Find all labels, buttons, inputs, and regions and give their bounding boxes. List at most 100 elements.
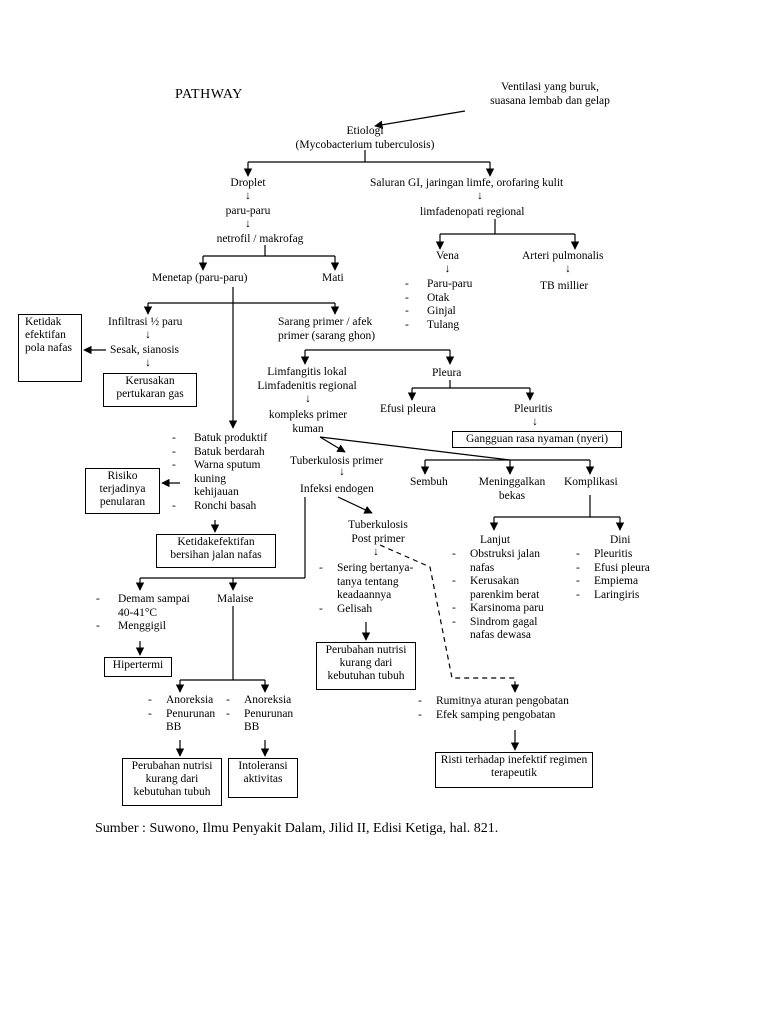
list-item: Paru-paru (405, 278, 472, 292)
box-ketidakefektifan-bersihan: Ketidakefektifan bersihan jalan nafas (156, 534, 276, 568)
list-item: Anoreksia (148, 694, 223, 708)
node-meninggalkan-line-2: bekas (498, 489, 526, 502)
dashed-connector (379, 544, 520, 693)
node-tb-post-line-2: Post primer (351, 532, 405, 545)
node-arteri: Arteri pulmonalis (522, 250, 604, 262)
node-tb-post-primer: Tuberkulosis Post primer (337, 519, 419, 546)
node-tb-post-line-1: Tuberkulosis (348, 519, 408, 531)
list-item: Ginjal (405, 305, 472, 319)
list-item: Kerusakan parenkim berat (452, 575, 562, 602)
arrow-glyph: ↓ (145, 357, 151, 369)
node-pleuritis: Pleuritis (514, 403, 553, 415)
list-item: Efek samping pengobatan (418, 709, 569, 723)
connector (319, 436, 511, 461)
node-etiologi-line-1: Etiologi (346, 125, 384, 137)
box-ketidak-efektifan-pola-nafas: Ketidak efektifan pola nafas (18, 314, 82, 382)
page-title: PATHWAY (175, 87, 243, 102)
arrow-glyph: ↓ (245, 218, 251, 230)
node-etiologi: Etiologi (Mycobacterium tuberculosis) (265, 125, 465, 152)
anoreksia-list-2: Anoreksia Penurunan BB (226, 694, 306, 735)
node-infiltrasi: Infiltrasi ½ paru (108, 316, 183, 328)
box-hipertermi: Hipertermi (104, 657, 172, 677)
arrow-glyph: ↓ (532, 416, 538, 428)
node-sarang-primer-line-2: primer (sarang ghon) (278, 329, 376, 342)
node-sembuh: Sembuh (410, 476, 448, 488)
arrow-glyph: ↓ (373, 546, 379, 558)
list-item: Batuk berdarah (172, 446, 267, 460)
node-limfadenopati: limfadenopati regional (420, 206, 525, 218)
node-meninggalkan-line-1: Meninggalkan (478, 476, 546, 488)
list-item: Penurunan BB (226, 708, 306, 735)
node-droplet: Droplet (230, 177, 266, 189)
connector (374, 110, 466, 129)
list-item: Batuk produktif (172, 432, 267, 446)
node-paru-paru: paru-paru (225, 205, 271, 217)
node-limfangitis-line-2: Limfadenitis regional (257, 379, 357, 392)
list-item: Laringiris (576, 589, 650, 603)
lanjut-list: Obstruksi jalan nafas Kerusakan parenkim… (452, 548, 562, 643)
arrow-glyph: ↓ (477, 190, 483, 202)
list-item: Anoreksia (226, 694, 306, 708)
box-kerusakan-gas: Kerusakan pertukaran gas (103, 373, 197, 407)
box-perubahan-nutrisi-post-primer: Perubahan nutrisi kurang dari kebutuhan … (316, 642, 416, 690)
source-citation: Sumber : Suwono, Ilmu Penyakit Dalam, Ji… (95, 821, 499, 836)
list-item: Penurunan BB (148, 708, 223, 735)
list-item: Rumitnya aturan pengobatan (418, 695, 569, 709)
node-efusi-pleura: Efusi pleura (380, 403, 436, 415)
node-pleura: Pleura (432, 367, 462, 379)
node-kompleks-line-1: kompleks primer (268, 409, 348, 421)
arrow-glyph: ↓ (339, 466, 345, 478)
node-meninggalkan-bekas: Meninggalkan bekas (472, 476, 552, 503)
node-mati: Mati (322, 272, 344, 284)
node-limfangitis-line-1: Limfangitis lokal (267, 366, 347, 378)
demam-list: Demam sampai 40-41°C Menggigil (96, 593, 206, 634)
arrow-glyph: ↓ (305, 393, 311, 405)
arrow-glyph: ↓ (565, 263, 571, 275)
node-malaise: Malaise (217, 593, 254, 605)
box-perubahan-nutrisi-malaise: Perubahan nutrisi kurang dari kebutuhan … (122, 758, 222, 806)
node-limfangitis: Limfangitis lokal Limfadenitis regional (248, 366, 366, 393)
list-item: Sindrom gagal nafas dewasa (452, 616, 562, 643)
node-infeksi-endogen: Infeksi endogen (300, 483, 374, 495)
list-item: Menggigil (96, 620, 206, 634)
node-saluran: Saluran GI, jaringan limfe, orofaring ku… (370, 177, 564, 189)
node-ventilasi-line-2: suasana lembab dan gelap (490, 94, 610, 107)
list-item: Tulang (405, 319, 472, 333)
node-kompleks-line-2: kuman (292, 422, 324, 435)
arrow-glyph: ↓ (245, 190, 251, 202)
node-ventilasi: Ventilasi yang buruk, suasana lembab dan… (465, 81, 635, 108)
box-risiko-penularan: Risiko terjadinya penularan (85, 468, 160, 514)
list-item: Gelisah (319, 603, 427, 617)
node-komplikasi: Komplikasi (564, 476, 618, 488)
arrow-glyph: ↓ (444, 263, 451, 275)
list-item: Otak (405, 292, 472, 306)
list-item: Karsinoma paru (452, 602, 562, 616)
list-item: Pleuritis (576, 548, 650, 562)
list-item: Demam sampai 40-41°C (96, 593, 206, 620)
node-tb-primer: Tuberkulosis primer (290, 455, 384, 467)
connector (337, 496, 373, 514)
node-dini: Dini (610, 534, 631, 546)
anoreksia-list-1: Anoreksia Penurunan BB (148, 694, 223, 735)
list-item: Ronchi basah (172, 500, 267, 514)
post-primer-list: Sering bertanya-tanya tentang keadaannya… (319, 562, 427, 616)
list-item: Sering bertanya-tanya tentang keadaannya (319, 562, 427, 603)
node-sarang-primer: Sarang primer / afek primer (sarang ghon… (278, 316, 375, 343)
dini-list: Pleuritis Efusi pleura Empiema Laringiri… (576, 548, 650, 602)
node-netrofil: netrofil / makrofag (216, 233, 304, 245)
node-ventilasi-line-1: Ventilasi yang buruk, (500, 81, 600, 93)
node-sarang-primer-line-1: Sarang primer / afek (278, 316, 373, 328)
node-vena: Vena (436, 250, 459, 262)
arrow-glyph: ↓ (145, 329, 151, 341)
box-intoleransi-aktivitas: Intoleransi aktivitas (228, 758, 298, 798)
node-kompleks-primer: kompleks primer kuman (258, 409, 358, 436)
pengobatan-list: Rumitnya aturan pengobatan Efek samping … (418, 695, 569, 722)
list-item: Warna sputum kuning kehijauan (172, 459, 264, 500)
node-etiologi-line-2: (Mycobacterium tuberculosis) (295, 138, 435, 151)
node-sesak: Sesak, sianosis (110, 344, 179, 356)
box-risti-regimen: Risti terhadap inefektif regimen terapeu… (435, 752, 593, 788)
connector (319, 436, 346, 453)
node-tb-millier: TB millier (540, 280, 589, 292)
box-gangguan-rasa-nyaman: Gangguan rasa nyaman (nyeri) (452, 431, 622, 448)
